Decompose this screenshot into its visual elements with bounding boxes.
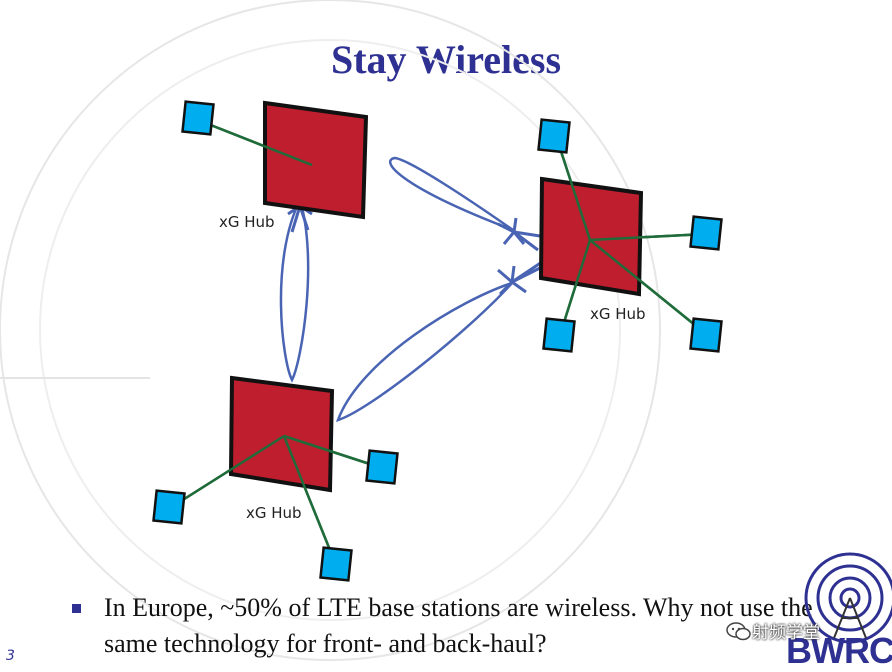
hub-bottom bbox=[169, 375, 383, 566]
watermark-text: 射频学堂 bbox=[752, 623, 820, 643]
client-node bbox=[689, 317, 723, 353]
client-node bbox=[542, 317, 576, 353]
beam-top-to-right bbox=[388, 156, 514, 232]
client-node bbox=[181, 100, 215, 136]
logo-text: BWRC bbox=[786, 630, 892, 671]
antenna-star-right-lower bbox=[497, 260, 543, 296]
bullet-text: In Europe, ~50% of LTE base stations are… bbox=[104, 593, 813, 658]
hub-label-bottom: xG Hub bbox=[246, 504, 302, 522]
hub-label-top: xG Hub bbox=[219, 213, 275, 231]
client-node bbox=[152, 489, 186, 525]
hub-label-right: xG Hub bbox=[590, 305, 646, 323]
radio-tower-icon bbox=[804, 552, 892, 644]
hub-right bbox=[538, 135, 707, 336]
page-number: 3 bbox=[6, 648, 15, 664]
beam-top-to-bottom bbox=[279, 196, 310, 383]
client-node bbox=[537, 118, 571, 154]
client-node bbox=[689, 215, 723, 251]
bullet-marker bbox=[72, 604, 81, 613]
hub-top bbox=[197, 100, 369, 220]
page-title: Stay Wireless bbox=[330, 37, 562, 82]
antenna-star-right-upper bbox=[497, 217, 541, 252]
client-node bbox=[319, 546, 353, 582]
beam-bottom-to-right bbox=[335, 280, 517, 422]
wechat-icon bbox=[726, 622, 751, 641]
client-node bbox=[365, 449, 399, 485]
bwrc-logo bbox=[804, 552, 892, 644]
